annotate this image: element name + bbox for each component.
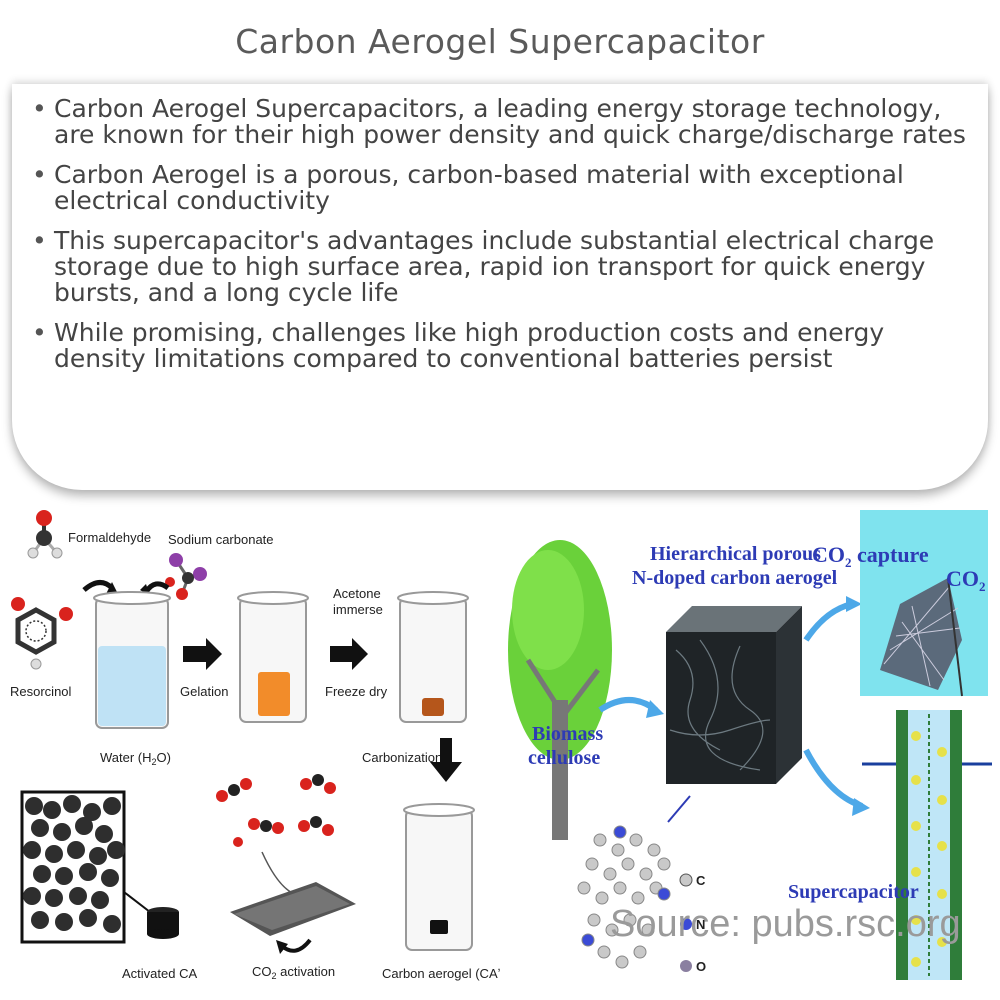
freeze-dry-label: Freeze dry	[325, 684, 388, 699]
cellulose-label: cellulose	[528, 747, 600, 769]
legend-n: N	[696, 917, 705, 932]
co2-net-label: CO2	[946, 566, 986, 594]
atom-legend	[679, 873, 693, 972]
acetone-label: Acetone	[333, 586, 381, 601]
biomass-label: Biomass	[532, 723, 603, 745]
carbonization-arrow	[430, 738, 462, 782]
page-title: Carbon Aerogel Supercapacitor	[235, 22, 765, 61]
gelation-arrow	[183, 638, 222, 670]
legend-c: C	[696, 873, 706, 888]
co2-capture-label: CO2 capture	[812, 542, 929, 570]
bullet-item: While promising, challenges like high pr…	[30, 320, 980, 372]
formaldehyde-label: Formaldehyde	[68, 530, 151, 545]
n-doped-label: N-doped carbon aerogel	[632, 567, 838, 589]
bullet-item: This supercapacitor's advantages include…	[30, 228, 980, 306]
co2-activation-graphic	[216, 774, 356, 954]
gelation-label: Gelation	[180, 684, 228, 699]
supercapacitor-cell	[862, 710, 992, 980]
dried-gel-beaker	[397, 591, 469, 723]
activated-ca-label: Activated CA	[122, 966, 197, 981]
bullet-list: Carbon Aerogel Supercapacitors, a leadin…	[30, 96, 980, 386]
resorcinol-label: Resorcinol	[10, 684, 72, 699]
biomass-tree	[508, 540, 612, 840]
water-label: Water (H2O)	[100, 750, 171, 767]
hierarchical-label: Hierarchical porous	[650, 543, 821, 565]
carbon-aerogel-beaker	[403, 803, 475, 951]
immerse-label: immerse	[333, 602, 383, 617]
acetone-arrow	[330, 638, 368, 670]
source-watermark: Source: pubs.rsc.org	[610, 903, 961, 945]
resorcinol-molecule	[11, 597, 73, 670]
supercapacitor-label: Supercapacitor	[788, 881, 919, 903]
n-doped-lattice	[577, 825, 671, 969]
bullet-item: Carbon Aerogel Supercapacitors, a leadin…	[30, 96, 980, 148]
carbon-aerogel-cube	[666, 606, 802, 784]
carbonization-label: Carbonization	[362, 750, 442, 765]
legend-o: O	[696, 959, 706, 974]
sodium-carbonate-molecule	[165, 553, 207, 600]
sodium-carbonate-label: Sodium carbonate	[168, 532, 274, 547]
bullet-item: Carbon Aerogel is a porous, carbon-based…	[30, 162, 980, 214]
gel-beaker	[237, 591, 309, 723]
formaldehyde-molecule	[27, 510, 63, 559]
carbon-aerogel-label: Carbon aerogel (CAʼ	[382, 966, 501, 981]
capture-net	[880, 577, 963, 697]
water-beaker	[93, 591, 171, 729]
co2-activation-label: CO2 activation	[252, 964, 335, 981]
process-diagram: Formaldehyde Sodium carbonate Resorcinol…	[10, 510, 992, 981]
activated-ca-structure	[20, 790, 179, 944]
